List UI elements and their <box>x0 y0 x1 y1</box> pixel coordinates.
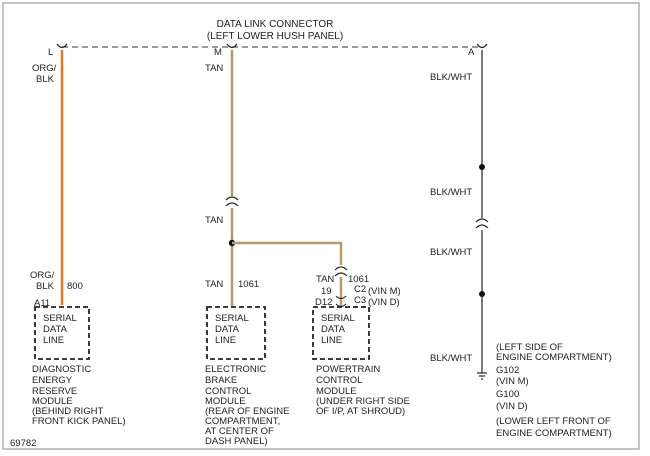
wire-label-blk-wht-mid1: BLK/WHT <box>430 187 472 198</box>
pin-l-terminal <box>56 43 68 49</box>
figure-id: 69782 <box>10 438 36 449</box>
ebcm-desc-6: COMPARTMENT, <box>205 416 280 427</box>
pcm-box-line-3: LINE <box>321 335 342 346</box>
module-box-derm <box>34 306 90 360</box>
pcm-desc-5: OF I/P, AT SHROUD) <box>316 406 405 417</box>
pcm-box-line-1: SERIAL <box>321 313 355 324</box>
connector-title: DATA LINK CONNECTOR <box>217 19 334 30</box>
derm-desc-3: RESERVE <box>32 386 77 397</box>
ebcm-box-line-1: SERIAL <box>215 313 249 324</box>
ground-line-6: (VIN D) <box>496 401 528 412</box>
wire-label-tan-mid: TAN <box>205 215 223 226</box>
pcm-desc-4: (UNDER RIGHT SIDE <box>316 396 410 407</box>
module-box-pcm <box>312 306 370 360</box>
connector-location: (LEFT LOWER HUSH PANEL) <box>207 31 343 42</box>
ground-line-1: (LEFT SIDE OF <box>496 342 563 353</box>
inline-connector-pcm-top <box>334 266 348 271</box>
ground-line-2: ENGINE COMPARTMENT) <box>496 352 612 363</box>
pin-a11-label: A11 <box>34 298 50 309</box>
derm-box-line-2: DATA <box>43 324 68 335</box>
pin-a-terminal <box>476 43 488 49</box>
pcm-box-line-2: DATA <box>321 324 346 335</box>
circuit-1061-b-label: 1061 <box>348 274 369 285</box>
ebcm-desc-2: BRAKE <box>205 375 237 386</box>
wire-label-tan-pcm: TAN <box>316 274 334 285</box>
ground-line-5: G100 <box>496 389 519 400</box>
wire-label-blk-wht-mid2: BLK/WHT <box>430 247 472 258</box>
diagram-border <box>2 2 640 450</box>
ebcm-desc-7: AT CENTER OF <box>205 426 274 437</box>
ebcm-desc-5: (REAR OF ENGINE <box>205 406 289 417</box>
wire-label-blk-wht-top: BLK/WHT <box>430 72 472 83</box>
pin-l-label: L <box>48 47 53 58</box>
derm-desc-5: (BEHIND RIGHT <box>32 406 103 417</box>
wire-label-tan-bot: TAN <box>205 279 223 290</box>
ground-line-8: ENGINE COMPARTMENT) <box>496 428 612 439</box>
ebcm-desc-3: CONTROL <box>205 386 251 397</box>
pcm-pin-stub-1 <box>335 295 347 299</box>
derm-desc-2: ENERGY <box>32 375 73 386</box>
ebcm-desc-8: DASH PANEL) <box>205 436 268 447</box>
wire-label-org-blk-top-2: BLK <box>36 74 55 85</box>
ground-line-3: G102 <box>496 365 519 376</box>
pin-m-label: M <box>214 47 222 58</box>
pin-c3-label: C3 <box>354 295 366 306</box>
wire-tan-branch <box>232 241 343 265</box>
inline-connector-blk-top <box>475 218 489 223</box>
wire-label-org-blk-bot-2: BLK <box>36 281 55 292</box>
ground-line-4: (VIN M) <box>496 376 529 387</box>
ground-line-7: (LOWER LEFT FRONT OF <box>496 416 611 427</box>
ground-icon <box>477 372 487 380</box>
blk-splice-1 <box>479 164 485 170</box>
derm-box-line-3: LINE <box>43 335 64 346</box>
vin-d-label: (VIN D) <box>368 297 400 308</box>
pcm-desc-3: MODULE <box>316 386 357 397</box>
circuit-800-label: 800 <box>67 281 83 292</box>
wire-label-org-blk-top-1: ORG/ <box>32 63 57 74</box>
blk-splice-2 <box>479 291 485 297</box>
pin-d12-label: D12 <box>315 297 332 308</box>
derm-box-line-1: SERIAL <box>43 313 77 324</box>
pcm-desc-2: CONTROL <box>316 375 362 386</box>
inline-connector-tan-top <box>225 196 239 201</box>
inline-connector-pcm-bottom <box>334 272 348 277</box>
inline-connector-blk-bottom <box>475 224 489 229</box>
wire-label-org-blk-bot-1: ORG/ <box>30 270 55 281</box>
ebcm-desc-1: ELECTRONIC <box>205 364 266 375</box>
inline-connector-tan-bottom <box>225 202 239 207</box>
wire-label-tan-top: TAN <box>205 63 223 74</box>
derm-desc-1: DIAGNOSTIC <box>32 364 91 375</box>
pin-c2-label: C2 <box>354 284 366 295</box>
derm-desc-6: FRONT KICK PANEL) <box>32 416 126 427</box>
pin-a-label: A <box>468 47 475 58</box>
ebcm-desc-4: MODULE <box>205 396 246 407</box>
pcm-desc-1: POWERTRAIN <box>316 364 380 375</box>
derm-desc-4: MODULE <box>32 396 73 407</box>
vin-m-label: (VIN M) <box>368 286 401 297</box>
pin-m-terminal <box>226 43 238 49</box>
wire-label-blk-wht-bot: BLK/WHT <box>430 353 472 364</box>
ebcm-box-line-2: DATA <box>215 324 240 335</box>
circuit-1061-a-label: 1061 <box>238 279 259 290</box>
pin-19-label: 19 <box>321 286 332 297</box>
ebcm-box-line-3: LINE <box>215 335 236 346</box>
module-box-ebcm <box>206 306 266 360</box>
